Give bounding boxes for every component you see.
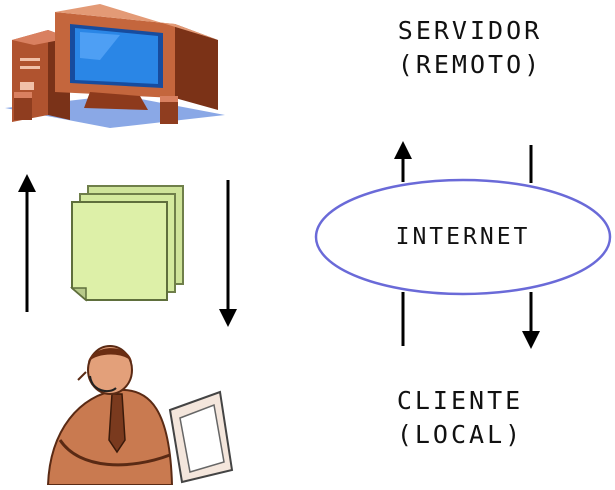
document-stack-icon: [69, 185, 184, 302]
person-at-computer-icon: [46, 345, 234, 486]
client-label-line1: CLIENTE: [396, 386, 524, 415]
server-computer-icon: [5, 4, 225, 128]
server-label-line2: (REMOTO): [397, 50, 543, 79]
client-label: CLIENTE (LOCAL): [355, 384, 565, 452]
server-label-line1: SERVIDOR: [397, 16, 543, 45]
internet-ellipse: [314, 178, 612, 296]
client-label-line2: (LOCAL): [396, 420, 524, 449]
server-label: SERVIDOR (REMOTO): [350, 14, 590, 82]
internet-label: INTERNET: [395, 224, 531, 250]
